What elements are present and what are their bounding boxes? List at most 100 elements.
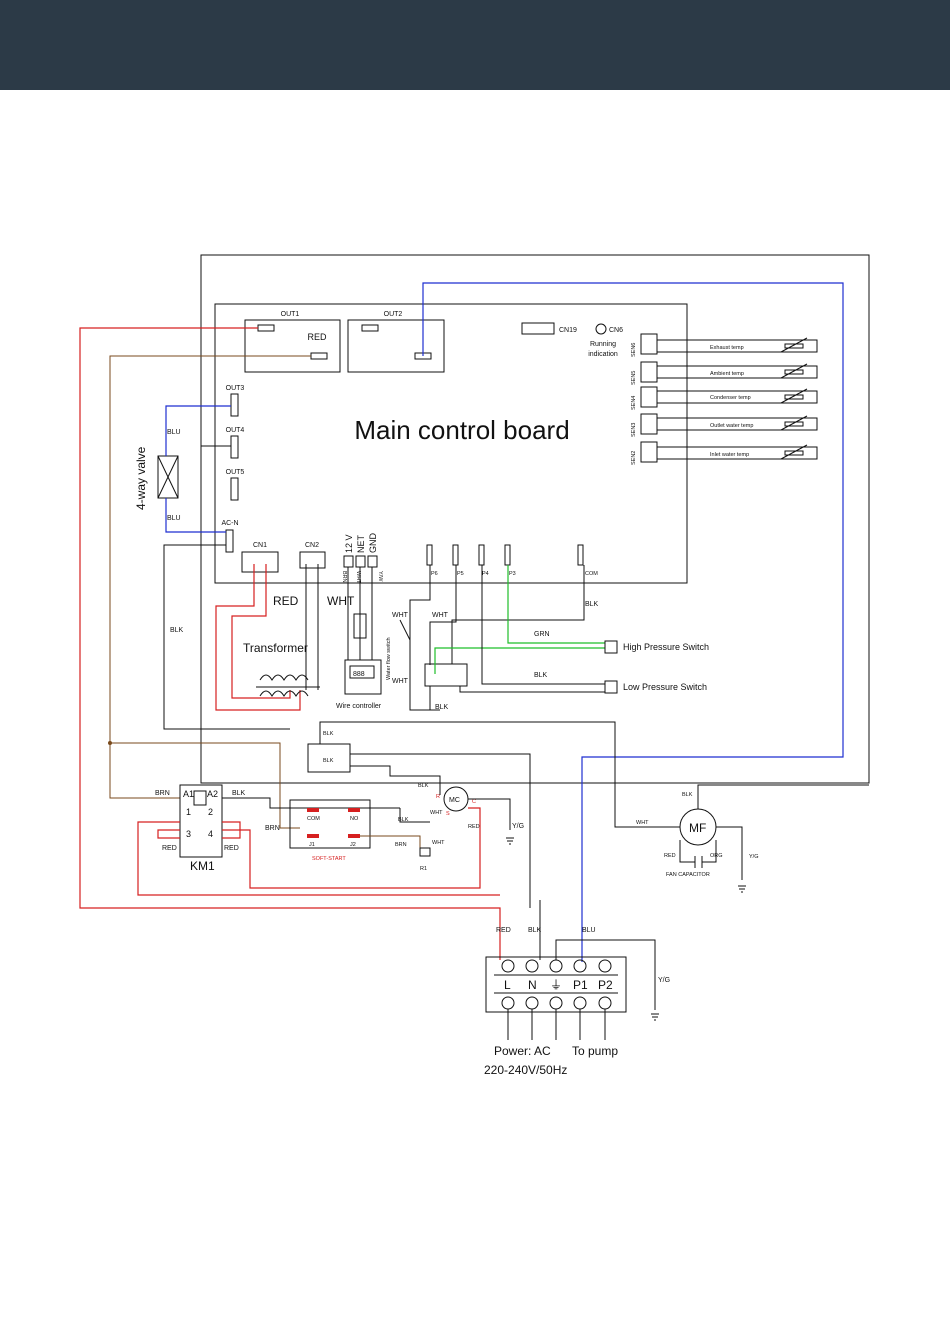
svg-text:C: C bbox=[472, 799, 476, 805]
km1-contactor: A1 A2 1 2 3 4 KM1 BRN BLK RED RED bbox=[155, 784, 246, 873]
svg-text:Condenser temp: Condenser temp bbox=[710, 395, 751, 401]
wire-controller-label: Wire controller bbox=[336, 703, 382, 710]
high-pressure-switch-box bbox=[604, 640, 618, 654]
svg-text:RED: RED bbox=[162, 845, 177, 852]
svg-text:BLK: BLK bbox=[170, 627, 184, 634]
high-pressure-switch-label: High Pressure Switch bbox=[623, 642, 709, 652]
out3-pin bbox=[230, 393, 239, 417]
wire-controller-display: 888 bbox=[353, 671, 365, 678]
svg-text:Inlet water temp: Inlet water temp bbox=[710, 452, 749, 458]
svg-text:BLU: BLU bbox=[167, 429, 181, 436]
out2-label: OUT2 bbox=[384, 311, 403, 318]
svg-text:RED: RED bbox=[664, 853, 676, 859]
mf-label: MF bbox=[689, 821, 706, 835]
header-bar bbox=[0, 0, 950, 90]
svg-text:COM: COM bbox=[307, 816, 320, 822]
sensor-sen6: SEN6 Exhaust temp bbox=[631, 333, 818, 357]
sensor-sen4: SEN4 Condenser temp bbox=[631, 386, 818, 410]
cn6-led-icon bbox=[595, 323, 607, 335]
p6-label: P6 bbox=[431, 571, 438, 577]
svg-text:BLK: BLK bbox=[323, 731, 334, 737]
sensor-sen2: SEN2 Inlet water temp bbox=[631, 441, 818, 465]
svg-text:WHT: WHT bbox=[430, 810, 443, 816]
wire-controller: 888 Wire controller bbox=[336, 659, 382, 710]
com-label: COM bbox=[585, 571, 598, 577]
svg-text:BLK: BLK bbox=[435, 704, 449, 711]
svg-text:A1: A1 bbox=[183, 789, 194, 799]
svg-text:Outlet water temp: Outlet water temp bbox=[710, 423, 753, 429]
cn1-connector bbox=[241, 551, 279, 573]
svg-text:P2: P2 bbox=[598, 978, 613, 992]
main-control-board: Main control board OUT1 RED OUT2 CN19 CN… bbox=[214, 303, 688, 584]
svg-text:BRN: BRN bbox=[265, 825, 280, 832]
wire-brn-label: BRN bbox=[341, 571, 347, 583]
cn2-label: CN2 bbox=[305, 542, 319, 549]
svg-text:L: L bbox=[504, 978, 511, 992]
out2-block bbox=[347, 319, 445, 373]
svg-text:BLK: BLK bbox=[232, 790, 246, 797]
out4-pin bbox=[230, 435, 239, 459]
svg-text:GRN: GRN bbox=[534, 631, 550, 638]
svg-text:WHT: WHT bbox=[327, 594, 355, 608]
svg-text:A2: A2 bbox=[207, 789, 218, 799]
svg-text:BLK: BLK bbox=[585, 601, 599, 608]
svg-text:SEN5: SEN5 bbox=[631, 371, 637, 385]
svg-text:WHT: WHT bbox=[432, 840, 445, 846]
svg-text:WHT: WHT bbox=[636, 820, 649, 826]
pin-gnd-label: GND bbox=[368, 533, 378, 554]
four-way-valve-label: 4-way valve bbox=[134, 446, 148, 510]
terminal-block: L N ⏚ P1 P2 RED BLK BLU Y/G bbox=[485, 927, 670, 1013]
svg-text:BLU: BLU bbox=[167, 515, 181, 522]
mc-label: MC bbox=[449, 797, 460, 804]
svg-text:S: S bbox=[446, 811, 450, 817]
svg-text:BLK: BLK bbox=[398, 817, 409, 823]
indication-label: indication bbox=[588, 351, 618, 358]
transformer: Transformer bbox=[243, 641, 320, 697]
svg-text:BRN: BRN bbox=[155, 790, 170, 797]
acn-label: AC-N bbox=[221, 520, 238, 527]
running-label: Running bbox=[590, 341, 616, 348]
soft-start-label: SOFT-START bbox=[312, 856, 346, 862]
out1-label: OUT1 bbox=[281, 311, 300, 318]
svg-text:BLK: BLK bbox=[418, 783, 429, 789]
four-way-valve: 4-way valve BLU BLU bbox=[134, 429, 181, 522]
svg-text:SEN4: SEN4 bbox=[631, 396, 637, 410]
low-pressure-switch-box bbox=[604, 680, 618, 694]
outer-frame bbox=[200, 254, 870, 784]
p4-label: P4 bbox=[482, 571, 489, 577]
svg-text:J2: J2 bbox=[350, 842, 356, 848]
out1-block bbox=[244, 319, 341, 373]
p5-label: P5 bbox=[457, 571, 464, 577]
mf-fan-motor: MF BLK WHT RED ORG Y/G FAN CAPACITOR bbox=[636, 792, 758, 878]
sensor-sen3: SEN3 Outlet water temp bbox=[631, 413, 818, 437]
low-pressure-switch-label: Low Pressure Switch bbox=[623, 682, 707, 692]
wire-wht-label: WHT bbox=[355, 571, 361, 584]
svg-text:R1: R1 bbox=[420, 866, 427, 872]
out5-pin bbox=[230, 477, 239, 501]
out5-label: OUT5 bbox=[226, 469, 245, 476]
svg-text:SEN3: SEN3 bbox=[631, 423, 637, 437]
acn-pin bbox=[225, 529, 234, 553]
svg-text:WHT: WHT bbox=[392, 678, 409, 685]
svg-text:Ambient temp: Ambient temp bbox=[710, 371, 744, 377]
svg-text:J1: J1 bbox=[309, 842, 315, 848]
svg-text:RED: RED bbox=[224, 845, 239, 852]
svg-text:BLK: BLK bbox=[682, 792, 693, 798]
water-flow-switch-label: Water flow switch bbox=[386, 637, 392, 680]
sensor-sen5: SEN5 Ambient temp bbox=[631, 361, 818, 385]
svg-text:BRN: BRN bbox=[395, 842, 407, 848]
svg-text:Exhaust temp: Exhaust temp bbox=[710, 345, 744, 351]
voltage-label: 220-240V/50Hz bbox=[484, 1063, 567, 1077]
svg-text:BLK: BLK bbox=[528, 927, 542, 934]
svg-text:⏚: ⏚ bbox=[550, 978, 562, 992]
pump-label: To pump bbox=[572, 1044, 618, 1058]
svg-text:Y/G: Y/G bbox=[658, 977, 670, 984]
fan-capacitor-label: FAN CAPACITOR bbox=[666, 872, 710, 878]
out4-label: OUT4 bbox=[226, 427, 245, 434]
transformer-label: Transformer bbox=[243, 641, 308, 655]
svg-text:R: R bbox=[436, 794, 440, 800]
wire-yw-label: Y/W bbox=[377, 571, 383, 582]
svg-text:RED: RED bbox=[273, 594, 299, 608]
mc-compressor: MC R S C BLK WHT RED BLK WHT bbox=[398, 783, 480, 846]
pin-net-label: NET bbox=[356, 534, 366, 553]
